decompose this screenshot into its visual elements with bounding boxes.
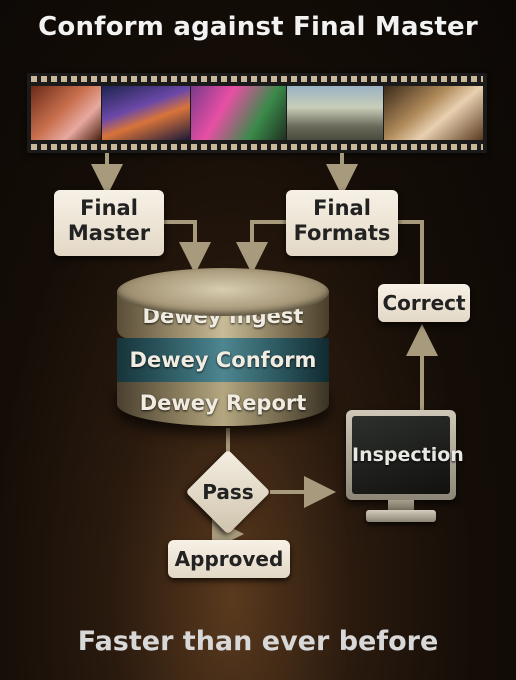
film-frame-5	[384, 86, 483, 140]
film-frame-3	[191, 86, 286, 140]
line-correct-to-formats	[398, 220, 424, 284]
final-formats-label-line1: Final	[313, 196, 371, 220]
final-formats-box: Final Formats	[286, 190, 398, 256]
film-frame-4	[287, 86, 383, 140]
diagram-title: Conform against Final Master	[38, 12, 478, 42]
approved-box: Approved	[168, 540, 290, 578]
inspection-screen: Inspection	[352, 416, 464, 494]
monitor-stand-neck	[388, 500, 414, 512]
dewey-report-layer: Dewey Report	[117, 382, 329, 426]
film-frame-2	[102, 86, 190, 140]
arrow-formats-to-ingest	[236, 220, 286, 274]
pass-decision: Pass	[185, 449, 271, 535]
dewey-conform-layer: Dewey Conform	[117, 338, 329, 382]
correct-box: Correct	[378, 284, 470, 322]
film-strip	[27, 73, 487, 153]
film-frame-1	[31, 86, 101, 140]
final-formats-label-line2: Formats	[293, 221, 391, 245]
footer-tagline: Faster than ever before	[77, 626, 439, 657]
arrow-master-to-ingest	[164, 220, 211, 274]
database-cylinder-top	[117, 268, 329, 316]
film-perforations-bottom	[31, 144, 483, 150]
film-perforations-top	[31, 76, 483, 82]
final-master-label-line2: Master	[67, 221, 151, 245]
final-master-box: Final Master	[54, 190, 164, 256]
final-master-label-line1: Final	[80, 196, 138, 220]
inspection-monitor: Inspection	[346, 410, 464, 500]
pass-label: Pass	[202, 480, 254, 504]
monitor-stand-base	[366, 510, 436, 522]
